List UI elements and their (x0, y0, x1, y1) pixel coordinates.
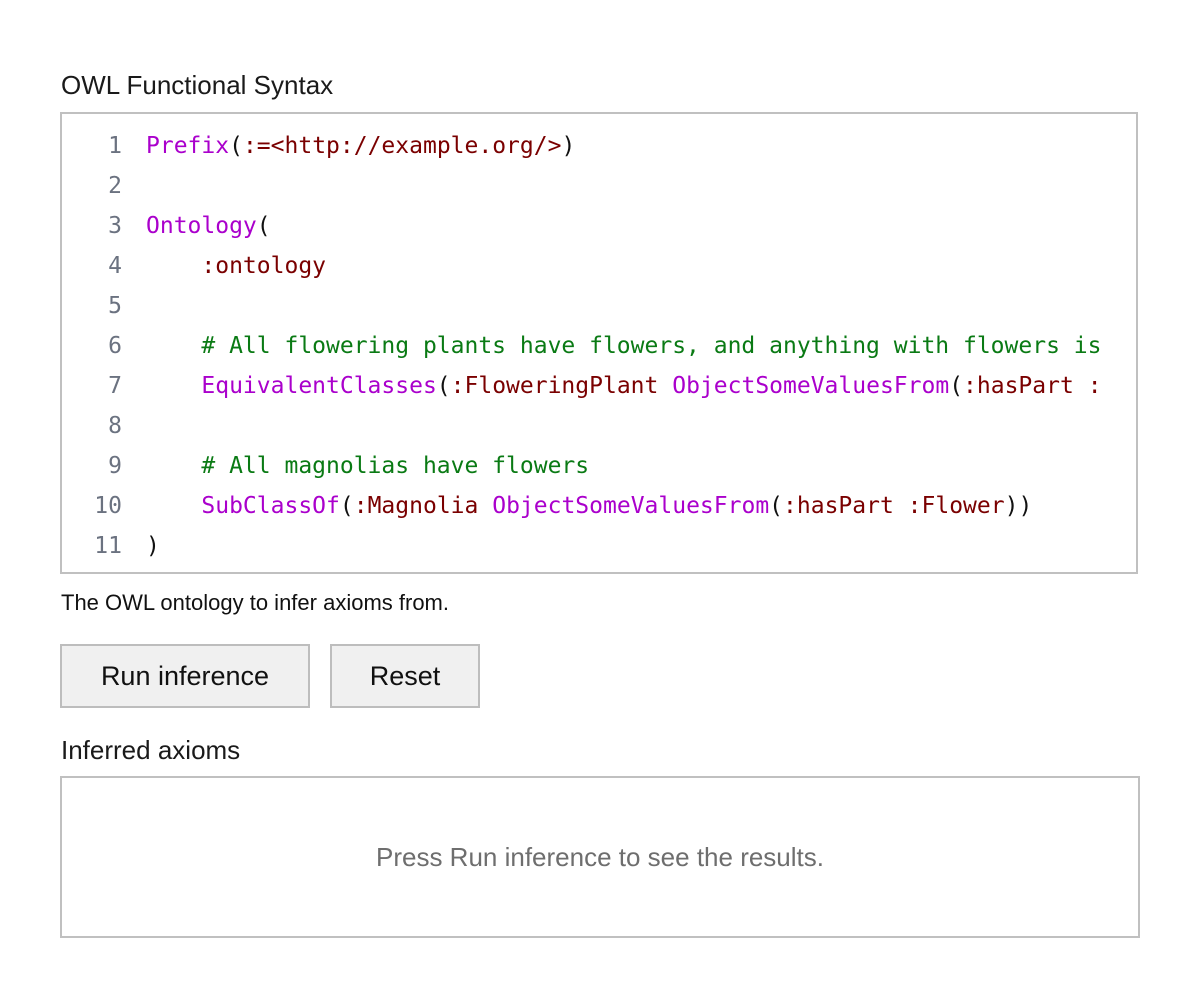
line-number: 11 (94, 533, 122, 559)
code-entity: :hasPart (783, 493, 894, 519)
code-keyword: Ontology (146, 213, 257, 239)
code-punctuation (146, 373, 201, 399)
code-line[interactable]: 11) (62, 526, 1136, 566)
code-entity: :FloweringPlant (450, 373, 659, 399)
code-keyword: SubClassOf (201, 493, 340, 519)
code-punctuation: ) (561, 133, 576, 159)
code-keyword: Prefix (146, 133, 230, 159)
code-line[interactable]: 7 EquivalentClasses(:FloweringPlant Obje… (62, 366, 1136, 406)
code-line[interactable]: 5 (62, 286, 1136, 326)
code-punctuation: ( (229, 133, 243, 159)
code-keyword: ObjectSomeValuesFrom (492, 493, 770, 519)
line-code: # All flowering plants have flowers, and… (146, 326, 1101, 366)
inferred-axioms-panel: Press Run inference to see the results. (60, 776, 1140, 938)
line-number: 7 (108, 373, 122, 399)
code-line[interactable]: 8 (62, 406, 1136, 446)
line-number: 4 (108, 253, 122, 279)
editor-help-text: The OWL ontology to infer axioms from. (61, 590, 449, 615)
code-keyword: EquivalentClasses (201, 373, 437, 399)
line-code: # All magnolias have flowers (146, 446, 589, 486)
code-punctuation (146, 253, 201, 279)
code-entity: :Flower (907, 493, 1005, 519)
line-code: SubClassOf(:Magnolia ObjectSomeValuesFro… (146, 486, 1032, 526)
code-keyword: ObjectSomeValuesFrom (672, 373, 950, 399)
line-number: 3 (108, 213, 122, 239)
code-line[interactable]: 6 # All flowering plants have flowers, a… (62, 326, 1136, 366)
line-code: EquivalentClasses(:FloweringPlant Object… (146, 366, 1102, 406)
code-punctuation (146, 333, 201, 359)
code-entity: := (242, 133, 271, 159)
line-code: :ontology (146, 246, 326, 286)
line-number: 5 (108, 293, 122, 319)
run-inference-button[interactable]: Run inference (60, 644, 310, 708)
code-line[interactable]: 9 # All magnolias have flowers (62, 446, 1136, 486)
results-placeholder: Press Run inference to see the results. (375, 841, 824, 872)
code-punctuation (1074, 373, 1088, 399)
code-punctuation: ( (256, 213, 271, 239)
code-entity: :Magnolia (353, 493, 479, 519)
line-code: Ontology( (146, 206, 271, 246)
line-number: 2 (108, 173, 122, 199)
code-entity: :hasPart (963, 373, 1074, 399)
code-punctuation (146, 453, 201, 479)
code-entity: <http://example.org/> (270, 133, 562, 159)
code-comment: # All magnolias have flowers (201, 453, 590, 479)
line-code: Prefix(:=<http://example.org/>) (146, 126, 575, 166)
line-number: 1 (108, 133, 122, 159)
results-label: Inferred axioms (61, 735, 241, 765)
line-code: ) (146, 526, 160, 566)
code-entity: : (1087, 373, 1102, 399)
code-punctuation: ( (436, 373, 451, 399)
line-number: 8 (108, 413, 122, 439)
line-number: 9 (108, 453, 122, 479)
line-number: 6 (108, 333, 122, 359)
code-punctuation: ( (339, 493, 354, 519)
reset-button[interactable]: Reset (330, 644, 480, 708)
code-punctuation: )) (1004, 493, 1033, 519)
code-punctuation (478, 493, 492, 519)
editor-label: OWL Functional Syntax (61, 70, 334, 100)
code-line[interactable]: 3 Ontology( (62, 206, 1136, 246)
code-punctuation: ( (769, 493, 784, 519)
code-line[interactable]: 10 SubClassOf(:Magnolia ObjectSomeValues… (62, 486, 1136, 526)
code-entity: :ontology (201, 253, 327, 279)
code-punctuation (894, 493, 908, 519)
code-punctuation (658, 373, 672, 399)
code-punctuation (146, 493, 201, 519)
code-line[interactable]: 4 :ontology (62, 246, 1136, 286)
line-number: 10 (94, 493, 122, 519)
code-punctuation: ) (146, 533, 160, 559)
code-line[interactable]: 1 Prefix(:=<http://example.org/>) (62, 126, 1136, 166)
code-line[interactable]: 2 (62, 166, 1136, 206)
code-punctuation: ( (949, 373, 964, 399)
code-comment: # All flowering plants have flowers, and… (201, 333, 1102, 359)
